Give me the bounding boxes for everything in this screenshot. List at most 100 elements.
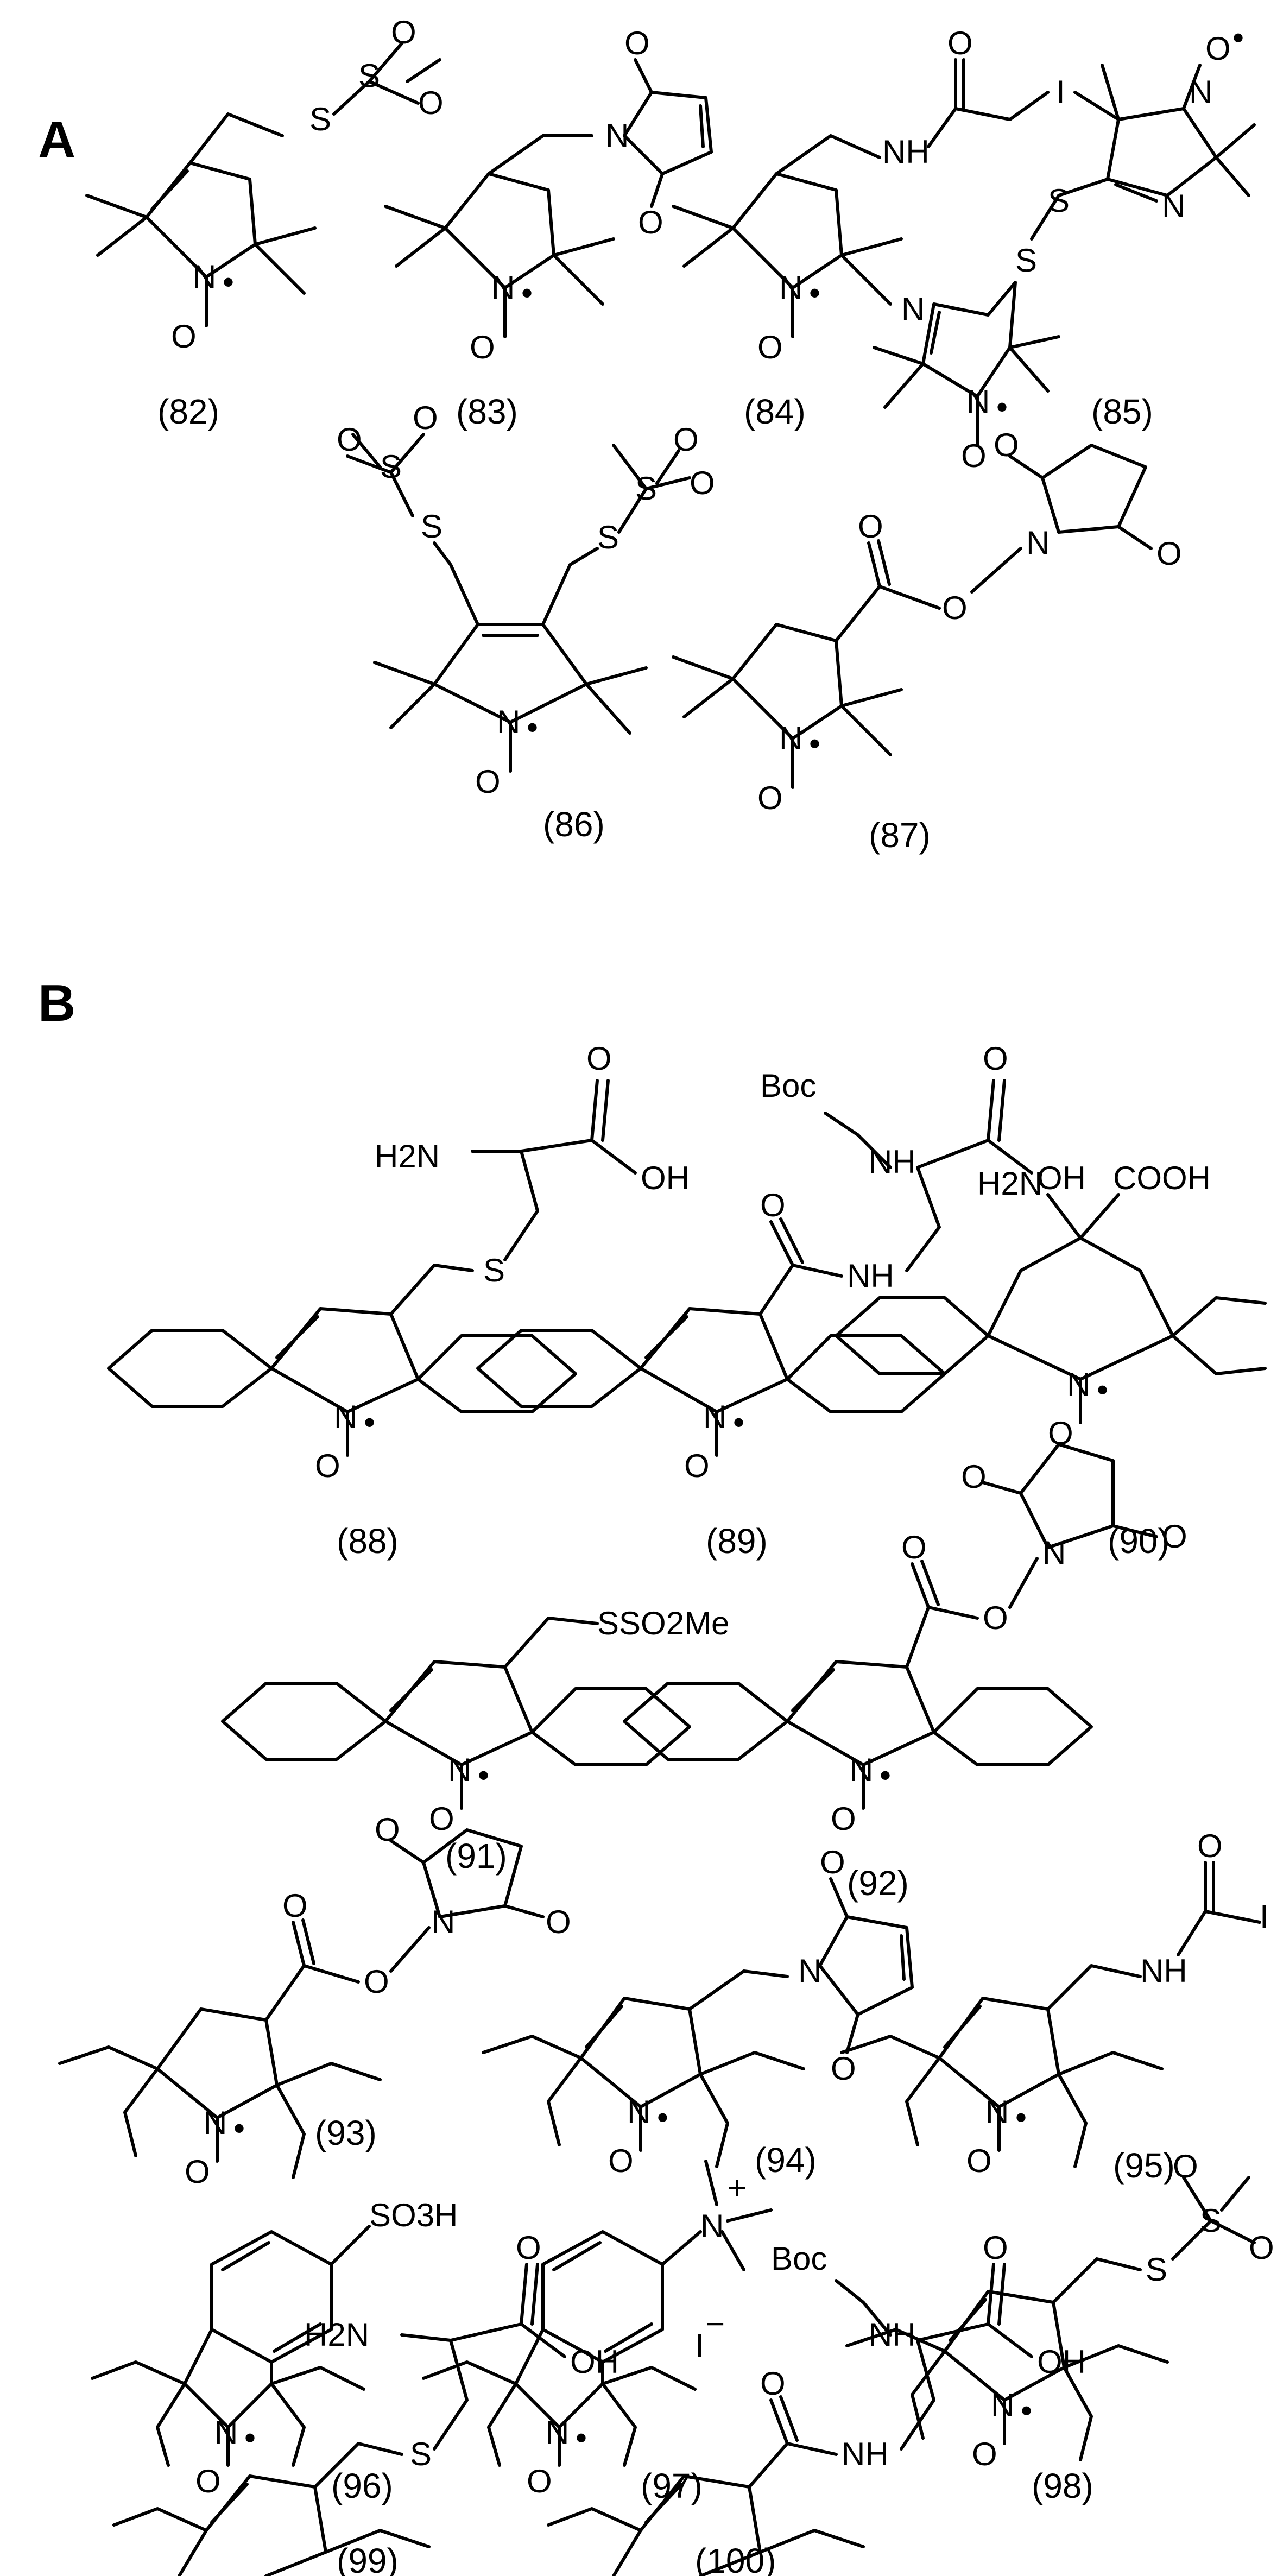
svg-text:O: O xyxy=(961,438,987,474)
svg-text:O: O xyxy=(760,1187,786,1223)
svg-text:N: N xyxy=(850,1752,873,1788)
compound-88-structure: S H2N O OH N • O (88) xyxy=(107,1040,690,1561)
svg-text:Boc: Boc xyxy=(771,2240,827,2277)
svg-text:N: N xyxy=(627,2094,650,2130)
svg-text:N: N xyxy=(546,2414,569,2451)
svg-text:O: O xyxy=(429,1801,454,1837)
svg-text:•: • xyxy=(809,725,820,762)
svg-text:O: O xyxy=(413,400,438,436)
svg-text:+: + xyxy=(728,2170,747,2206)
compound-99-label: (99) xyxy=(337,2541,399,2576)
svg-text:O: O xyxy=(1249,2230,1274,2266)
svg-text:N: N xyxy=(991,2387,1014,2423)
svg-text:O: O xyxy=(470,329,495,365)
svg-text:S: S xyxy=(410,2436,432,2472)
svg-text:I: I xyxy=(1056,74,1065,110)
svg-text:N: N xyxy=(798,1953,821,1989)
compound-98-structure: S S O O N • O (98) xyxy=(845,2148,1274,2505)
svg-text:O: O xyxy=(1156,535,1182,572)
panel-label-a: A xyxy=(38,111,75,169)
svg-text:•: • xyxy=(244,2420,256,2456)
svg-text:O: O xyxy=(942,590,968,626)
svg-text:SSO2Me: SSO2Me xyxy=(597,1605,729,1641)
svg-text:O: O xyxy=(901,1529,927,1565)
compound-94-structure: N O O N • O (94) xyxy=(482,1844,914,2180)
compound-98-label: (98) xyxy=(1032,2466,1093,2505)
svg-text:OH: OH xyxy=(1037,1160,1086,1196)
compound-94-label: (94) xyxy=(755,2141,817,2180)
svg-text:O: O xyxy=(337,421,362,458)
svg-text:NH: NH xyxy=(869,1144,916,1180)
compound-82-structure: S S O O N • O (82) xyxy=(85,14,444,431)
svg-text:O: O xyxy=(994,427,1019,463)
compound-82-label: (82) xyxy=(157,392,219,431)
svg-text:S: S xyxy=(1200,2202,1222,2239)
svg-text:O: O xyxy=(760,2365,786,2402)
svg-text:N: N xyxy=(1067,1366,1090,1403)
svg-text:S: S xyxy=(597,519,619,555)
svg-text:N: N xyxy=(1189,74,1212,110)
svg-text:N: N xyxy=(1026,525,1050,561)
svg-text:•: • xyxy=(364,1404,375,1441)
compound-84-label: (84) xyxy=(744,392,806,431)
svg-text:•: • xyxy=(733,1404,744,1441)
svg-text:S: S xyxy=(1146,2251,1167,2288)
svg-text:O: O xyxy=(983,2230,1008,2266)
svg-text:•: • xyxy=(478,1757,489,1794)
svg-text:NH: NH xyxy=(882,134,930,170)
svg-text:O: O xyxy=(757,780,783,816)
compound-90-structure: H2N COOH N • O (90) xyxy=(835,1160,1267,1561)
svg-text:•: • xyxy=(527,709,538,746)
svg-text:O: O xyxy=(1197,1828,1223,1864)
svg-text:O: O xyxy=(475,763,501,800)
svg-text:NH: NH xyxy=(847,1258,894,1294)
svg-text:O: O xyxy=(391,14,416,50)
svg-text:S: S xyxy=(635,470,657,507)
svg-text:O: O xyxy=(690,465,715,501)
svg-text:•: • xyxy=(576,2420,587,2456)
svg-text:O: O xyxy=(282,1887,308,1924)
svg-text:O: O xyxy=(858,508,883,545)
compound-91-structure: SSO2Me N • O (91) xyxy=(221,1605,729,1876)
svg-text:H2N: H2N xyxy=(304,2316,369,2353)
svg-text:N: N xyxy=(448,1752,471,1788)
svg-text:O: O xyxy=(1173,2148,1198,2184)
svg-text:•: • xyxy=(880,1757,891,1794)
compound-96-label: (96) xyxy=(331,2466,393,2505)
svg-text:O: O xyxy=(757,329,783,365)
svg-text:O: O xyxy=(831,2050,856,2087)
compound-95-label: (95) xyxy=(1113,2146,1175,2185)
svg-text:•: • xyxy=(521,275,533,311)
svg-text:N: N xyxy=(1042,1535,1066,1571)
svg-text:O: O xyxy=(546,1904,571,1940)
compound-100-structure: O NH NH Boc O OH (100) xyxy=(547,2230,1086,2576)
compound-96-structure: SO3H N • O (96) xyxy=(91,2197,458,2505)
svg-text:N: N xyxy=(204,2105,227,2141)
svg-text:S: S xyxy=(380,449,402,485)
compound-84-structure: NH O I N • O (84) xyxy=(672,25,1065,431)
svg-text:N: N xyxy=(703,1399,726,1435)
compound-93-label: (93) xyxy=(315,2113,377,2152)
svg-text:O: O xyxy=(195,2463,221,2499)
compound-93-structure: O O N O O N • O (93) xyxy=(58,1811,571,2190)
svg-text:COOH: COOH xyxy=(1113,1160,1211,1196)
svg-text:NH: NH xyxy=(842,2436,889,2472)
compound-86-structure: S S O O S S O O N • O (86) xyxy=(337,400,715,844)
svg-text:O: O xyxy=(684,1448,710,1484)
compound-99-structure: S H2N O OH (99) xyxy=(112,2230,619,2576)
svg-text:OH: OH xyxy=(570,2344,619,2380)
svg-text:O: O xyxy=(516,2230,541,2266)
svg-text:N: N xyxy=(700,2208,724,2244)
svg-text:S: S xyxy=(421,508,442,545)
svg-text:OH: OH xyxy=(1037,2344,1086,2380)
svg-text:S: S xyxy=(309,101,331,137)
svg-text:N: N xyxy=(779,720,802,756)
svg-text:S: S xyxy=(358,58,380,94)
svg-text:S: S xyxy=(483,1252,505,1289)
svg-text:N: N xyxy=(497,704,520,740)
svg-text:NH: NH xyxy=(1140,1953,1187,1989)
svg-text:N: N xyxy=(985,2094,1009,2130)
svg-text:NH: NH xyxy=(869,2316,916,2353)
compound-100-label: (100) xyxy=(695,2541,776,2576)
compound-91-label: (91) xyxy=(445,1836,507,1876)
